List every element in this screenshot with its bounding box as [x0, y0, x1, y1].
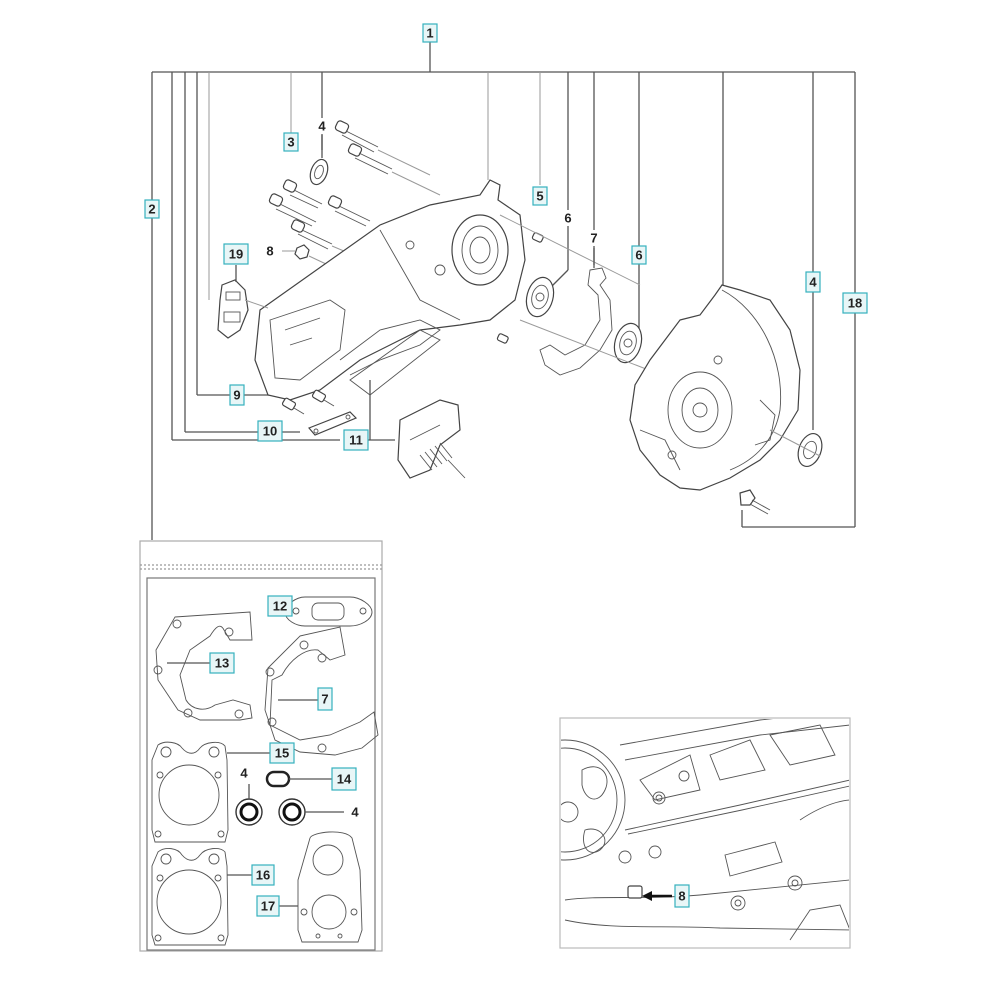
gasket-item-16: [151, 848, 252, 946]
seal-item-4-right: [769, 429, 823, 468]
callout-17[interactable]: 17: [256, 895, 280, 917]
callout-16[interactable]: 16: [251, 864, 275, 886]
svg-text:12: 12: [273, 599, 287, 614]
svg-text:8: 8: [678, 889, 685, 904]
callout-6-plain[interactable]: 6: [560, 210, 576, 226]
callout-12[interactable]: 12: [267, 595, 293, 617]
svg-text:3: 3: [287, 135, 294, 150]
svg-text:5: 5: [536, 189, 543, 204]
crankcase-left-half: [254, 179, 526, 401]
screws-item-9-10: [281, 389, 358, 436]
svg-text:7: 7: [321, 692, 328, 707]
gasket-item-17: [278, 831, 363, 943]
anti-vibration-item-11: [349, 329, 466, 479]
callout-11[interactable]: 11: [343, 429, 369, 451]
screw-item-18: [739, 489, 771, 515]
callout-3[interactable]: 3: [283, 132, 299, 152]
callout-9[interactable]: 9: [229, 384, 245, 406]
bearing-item-6-left: [525, 276, 555, 318]
svg-text:4: 4: [351, 805, 359, 820]
svg-text:7: 7: [590, 231, 597, 246]
svg-text:4: 4: [240, 766, 248, 781]
callout-15[interactable]: 15: [269, 742, 295, 764]
callout-6-boxed[interactable]: 6: [631, 245, 647, 265]
callout-19[interactable]: 19: [223, 243, 249, 265]
callout-4-right[interactable]: 4: [805, 271, 821, 293]
callout-2[interactable]: 2: [144, 199, 160, 219]
gasket-item-7-kit: [264, 626, 379, 756]
gasket-kit-bag: [139, 540, 383, 952]
svg-text:16: 16: [256, 868, 270, 883]
svg-text:9: 9: [233, 388, 240, 403]
callout-7-main[interactable]: 7: [586, 230, 602, 246]
callout-14[interactable]: 14: [331, 767, 357, 791]
gasket-item-7-main: [539, 248, 613, 376]
svg-text:15: 15: [275, 746, 289, 761]
callout-4-kit-right[interactable]: 4: [351, 805, 359, 820]
crankcase-right-half: [629, 284, 801, 491]
callout-7-kit[interactable]: 7: [317, 687, 333, 711]
o-ring-item-14: [265, 770, 332, 788]
svg-text:14: 14: [337, 772, 352, 787]
svg-text:18: 18: [848, 296, 862, 311]
bracket-item-19: [217, 265, 269, 339]
gasket-item-13: [153, 611, 253, 721]
svg-text:17: 17: [261, 899, 275, 914]
callout-1[interactable]: 1: [422, 23, 438, 43]
callout-10[interactable]: 10: [257, 420, 283, 442]
svg-text:4: 4: [318, 119, 326, 134]
svg-text:13: 13: [215, 656, 229, 671]
svg-text:19: 19: [229, 247, 243, 262]
callout-18[interactable]: 18: [842, 292, 868, 314]
svg-text:1: 1: [426, 26, 433, 41]
svg-text:11: 11: [349, 433, 363, 448]
seal-item-4-kit-right: [278, 798, 344, 826]
dowel-pins-item-5: [496, 214, 641, 344]
callout-8-inset[interactable]: 8: [674, 884, 690, 908]
callout-5[interactable]: 5: [532, 186, 548, 206]
detail-inset: [559, 717, 851, 949]
svg-text:2: 2: [148, 202, 155, 217]
svg-text:6: 6: [635, 248, 642, 263]
svg-text:10: 10: [263, 424, 277, 439]
svg-text:6: 6: [564, 211, 571, 226]
callout-13[interactable]: 13: [209, 652, 235, 674]
gasket-item-15: [151, 741, 270, 843]
seal-item-4-kit-left: [235, 784, 263, 826]
svg-text:4: 4: [809, 275, 817, 290]
svg-text:8: 8: [266, 244, 273, 259]
seal-item-4-top: [309, 135, 329, 186]
callout-4-top[interactable]: 4: [314, 118, 330, 134]
callout-4-kit-left[interactable]: 4: [240, 766, 248, 781]
callout-8-main[interactable]: 8: [262, 243, 278, 259]
bolts-group: [268, 120, 441, 263]
